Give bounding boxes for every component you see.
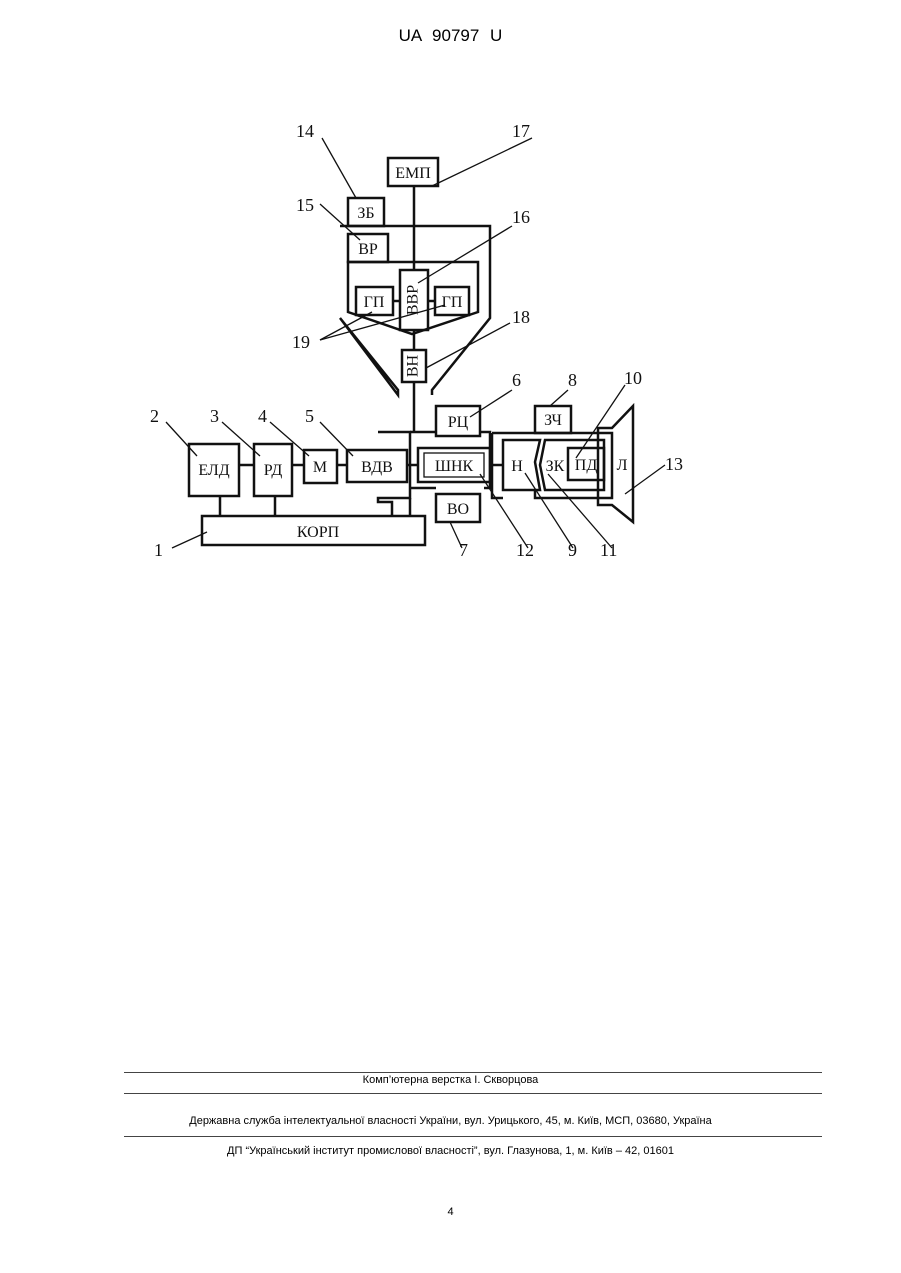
ref-13: 13 bbox=[665, 454, 683, 474]
pd-label: ПД bbox=[575, 457, 598, 474]
footer-rule-bottom bbox=[124, 1136, 822, 1137]
zk-label: ЗК bbox=[546, 458, 565, 475]
footer-rule-top bbox=[124, 1072, 822, 1073]
rd-label: РД bbox=[264, 462, 283, 479]
vvr-label: ВВР bbox=[405, 285, 422, 315]
l-label: Л bbox=[617, 457, 628, 474]
ref-10: 10 bbox=[624, 368, 642, 388]
ref-9: 9 bbox=[568, 540, 577, 560]
layout-credit: Комп’ютерна верстка І. Скворцова bbox=[0, 1074, 901, 1086]
shnk-label: ШНК bbox=[435, 458, 474, 475]
ref-2: 2 bbox=[150, 406, 159, 426]
vr-label: ВР bbox=[358, 241, 378, 258]
ref-15: 15 bbox=[296, 195, 314, 215]
footer-rule-middle bbox=[124, 1093, 822, 1094]
gp-left-label: ГП bbox=[364, 294, 385, 311]
ref-4: 4 bbox=[258, 406, 267, 426]
ref-11: 11 bbox=[600, 540, 617, 560]
ref-3: 3 bbox=[210, 406, 219, 426]
emp-label: ЕМП bbox=[395, 165, 431, 182]
rc-label: РЦ bbox=[448, 414, 469, 431]
ref-16: 16 bbox=[512, 207, 530, 227]
ref-14: 14 bbox=[296, 121, 314, 141]
ref-5: 5 bbox=[305, 406, 314, 426]
institute-address: ДП “Український інститут промислової вла… bbox=[0, 1145, 901, 1157]
eld-label: ЕЛД bbox=[198, 462, 229, 479]
korp-label: КОРП bbox=[297, 524, 340, 541]
page-number: 4 bbox=[0, 1206, 901, 1218]
vdv-label: ВДВ bbox=[361, 459, 393, 476]
m-label: М bbox=[313, 459, 327, 476]
ref-8: 8 bbox=[568, 370, 577, 390]
zb-label: ЗБ bbox=[357, 205, 374, 222]
vn-label: ВН bbox=[405, 354, 422, 377]
leader-lines bbox=[166, 138, 665, 548]
ref-6: 6 bbox=[512, 370, 521, 390]
zch-label: ЗЧ bbox=[544, 412, 562, 429]
gp-right-label: ГП bbox=[442, 294, 463, 311]
ref-7: 7 bbox=[459, 540, 468, 560]
ref-12: 12 bbox=[516, 540, 534, 560]
vo-label: ВО bbox=[447, 501, 469, 518]
ref-18: 18 bbox=[512, 307, 530, 327]
n-label: Н bbox=[511, 458, 523, 475]
block-diagram: ЕМП ЗБ ВР ГП ВВР ГП ВН КОРП ЕЛД РД М ВДВ… bbox=[0, 0, 901, 600]
ref-19: 19 bbox=[292, 332, 310, 352]
ref-1: 1 bbox=[154, 540, 163, 560]
agency-address: Державна служба інтелектуальної власност… bbox=[0, 1115, 901, 1127]
ref-17: 17 bbox=[512, 121, 530, 141]
